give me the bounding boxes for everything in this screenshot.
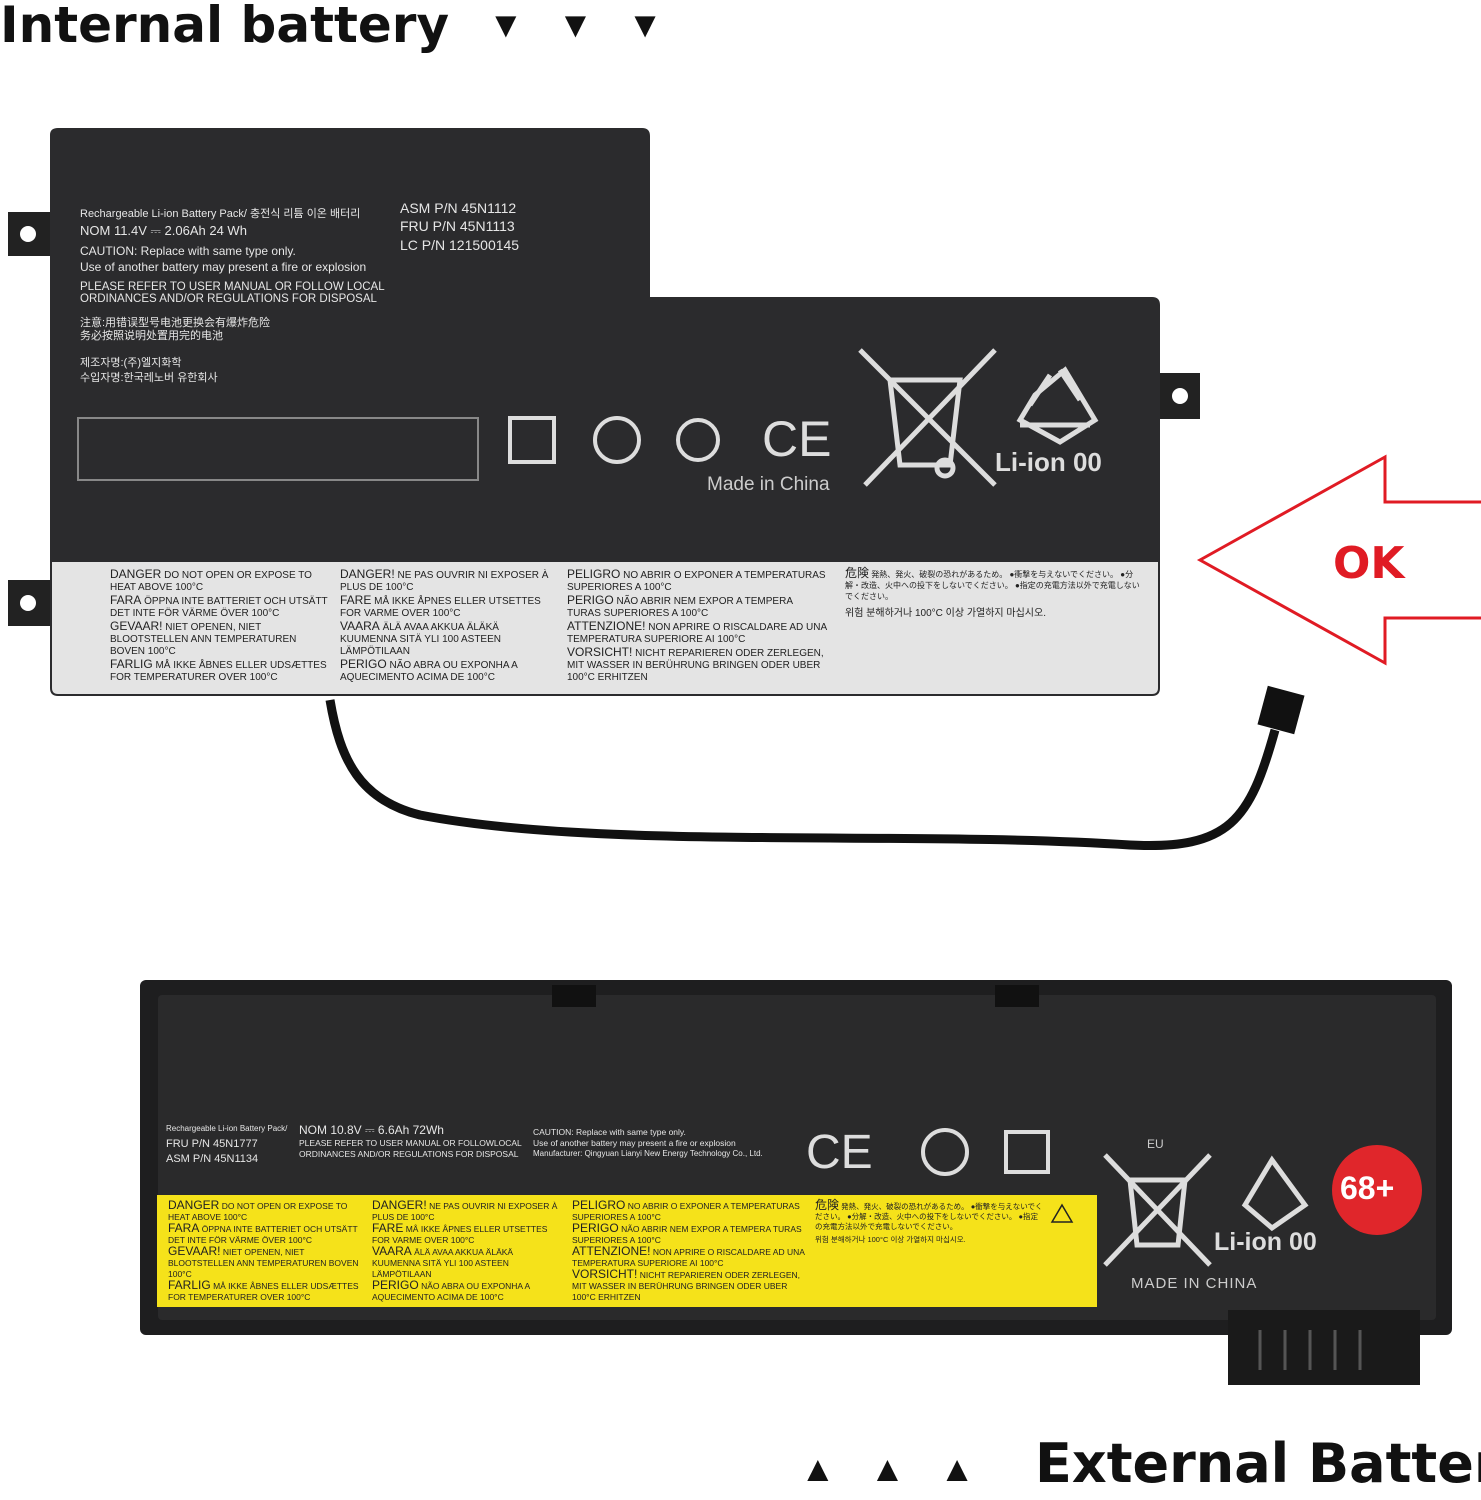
epup-5-icon	[921, 1128, 969, 1176]
ext-liion-mark: Li-ion 00	[1214, 1228, 1317, 1256]
battery-connector	[1228, 1310, 1420, 1385]
liion-mark: Li-ion 00	[995, 447, 1102, 477]
badge-68plus	[1332, 1145, 1422, 1235]
warning-triangle-icon	[1050, 1203, 1074, 1223]
refer-2: ORDINANCES AND/OR REGULATIONS FOR DISPOS…	[80, 293, 377, 305]
ext-nom: NOM 10.8V ⎓ 6.6Ah 72Wh	[299, 1123, 444, 1137]
ext-refer-2: ORDINANCES AND/OR REGULATIONS FOR DISPOS…	[299, 1149, 519, 1159]
warning-col-2: DANGER! NE PAS OUVRIR NI EXPOSER À PLUS …	[340, 567, 549, 683]
ce-mark: CE	[762, 411, 832, 467]
fru-pn: FRU P/N 45N1113	[400, 218, 515, 234]
ext-warning-col-3: PELIGRO NO ABRIR O EXPONER A TEMPERATURA…	[572, 1198, 805, 1302]
yellow-warning-label	[157, 1195, 1097, 1307]
refer-1: PLEASE REFER TO USER MANUAL OR FOLLOW LO…	[80, 281, 385, 293]
asm-pn: ASM P/N 45N1112	[400, 200, 517, 216]
ext-warning-col-1: DANGER DO NOT OPEN OR EXPOSE TO HEAT ABO…	[168, 1198, 359, 1302]
warning-label	[52, 562, 1158, 694]
ext-ce-mark: CE	[806, 1126, 873, 1179]
badge-68plus-text: 68+	[1340, 1170, 1395, 1206]
ext-made-in: MADE IN CHINA	[1131, 1275, 1258, 1292]
ext-warning-col-2: DANGER! NE PAS OUVRIR NI EXPOSER À PLUS …	[372, 1198, 558, 1302]
ext-caution-2: Use of another battery may present a fir…	[533, 1138, 736, 1148]
kr-1: 제조자명:(주)엘지화학	[80, 357, 182, 369]
ext-warning-col-jp: 危険 発熱、発火、破裂の恐れがあるため。 ●衝撃を与えないでください。 ●分解・…	[815, 1198, 1043, 1244]
warning-col-jp: 危険 発熱、発火、破裂の恐れがあるため。 ●衝撃を与えないでください。 ●分解・…	[845, 566, 1140, 619]
certification-icon	[508, 416, 556, 464]
heading-internal: Internal battery	[0, 0, 450, 54]
epup-5-icon	[593, 416, 641, 464]
kr-2: 수입자명:한국레노버 유한회사	[80, 372, 218, 384]
nom-spec: NOM 11.4V ⎓ 2.06Ah 24 Wh	[80, 223, 247, 238]
recycle-icon	[1016, 366, 1099, 445]
warning-col-3: PELIGRO NO ABRIR O EXPONER A TEMPERATURA…	[567, 567, 827, 683]
ext-caution-1: CAUTION: Replace with same type only.	[533, 1127, 686, 1137]
certification-icon	[1004, 1130, 1050, 1174]
warning-col-1: DANGER DO NOT OPEN OR EXPOSE TO HEAT ABO…	[110, 567, 328, 683]
recycle-icon	[1241, 1155, 1309, 1232]
ext-asm-pn: ASM P/N 45N1134	[166, 1153, 259, 1165]
ok-label: OK	[1333, 538, 1405, 589]
safety-mark-icon	[676, 418, 720, 462]
lc-pn: LC P/N 121500145	[400, 237, 520, 253]
made-in: Made in China	[707, 474, 830, 495]
weee-bin-icon	[1103, 1153, 1212, 1267]
caution-1: CAUTION: Replace with same type only.	[80, 244, 296, 258]
down-arrows-icon: ▼ ▼ ▼	[488, 4, 675, 45]
ext-fru-pn: FRU P/N 45N1777	[166, 1138, 258, 1150]
blank-label-box	[77, 417, 479, 481]
battery-cable	[325, 699, 1280, 851]
pack-line: Rechargeable Li-ion Battery Pack/ 충전식 리튬…	[80, 208, 361, 220]
arrow-left-icon	[1196, 454, 1481, 666]
caution-2: Use of another battery may present a fir…	[80, 260, 367, 274]
ext-refer-1: PLEASE REFER TO USER MANUAL OR FOLLOWLOC…	[299, 1138, 522, 1148]
eu-label: EU	[1147, 1137, 1164, 1151]
internal-battery-body	[50, 128, 1160, 696]
heading-external: External Battery	[1035, 1432, 1481, 1495]
ext-manufacturer: Manufacturer: Qingyuan Lianyi New Energy…	[533, 1149, 763, 1158]
weee-bin-icon	[858, 348, 997, 487]
ext-pack-line: Rechargeable Li-ion Battery Pack/	[166, 1124, 288, 1133]
cn-1: 注意:用错误型号电池更换会有爆炸危险	[80, 317, 271, 329]
up-arrows-icon: ▲ ▲ ▲	[800, 1448, 987, 1489]
cn-2: 务必按照说明处置用完的电池	[80, 330, 223, 342]
cable-connector	[1257, 685, 1305, 735]
